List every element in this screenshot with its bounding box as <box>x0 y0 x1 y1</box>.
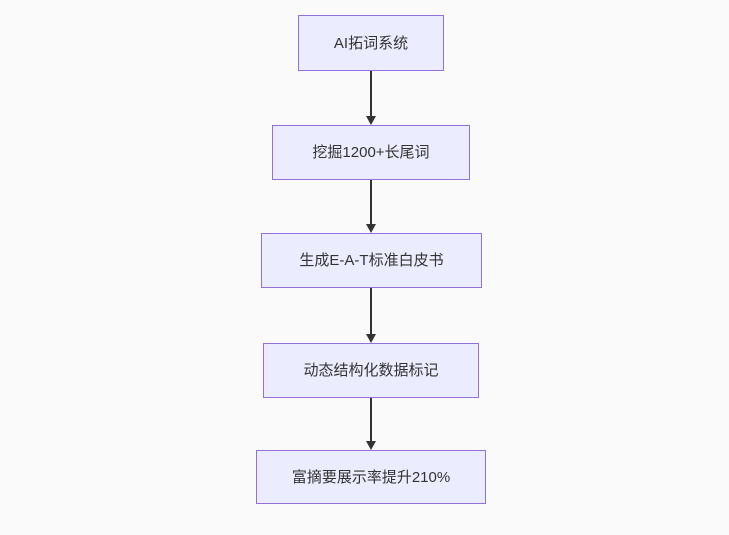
arrow-line <box>370 288 372 335</box>
arrow-head-icon <box>366 116 376 125</box>
flow-node-longtail-mining: 挖掘1200+长尾词 <box>272 125 470 180</box>
arrow-line <box>370 398 372 442</box>
flow-node-label: 富摘要展示率提升210% <box>291 468 451 486</box>
arrow-head-icon <box>366 334 376 343</box>
flow-node-label: 挖掘1200+长尾词 <box>312 144 430 161</box>
arrow-line <box>370 180 372 225</box>
flow-arrow-1 <box>366 71 376 125</box>
arrow-head-icon <box>366 224 376 233</box>
flow-node-eat-whitepaper: 生成E-A-T标准白皮书 <box>261 233 482 288</box>
flow-node-label: AI拓词系统 <box>333 34 409 52</box>
flow-node-ai-keyword-system: AI拓词系统 <box>298 15 444 71</box>
flow-arrow-4 <box>366 398 376 450</box>
arrow-head-icon <box>366 441 376 450</box>
arrow-line <box>370 71 372 117</box>
flow-node-structured-data: 动态结构化数据标记 <box>263 343 479 398</box>
flow-arrow-3 <box>366 288 376 343</box>
flow-arrow-2 <box>366 180 376 233</box>
flow-node-rich-snippet-result: 富摘要展示率提升210% <box>256 450 486 504</box>
flow-node-label: 生成E-A-T标准白皮书 <box>299 252 444 269</box>
flow-node-label: 动态结构化数据标记 <box>303 362 439 379</box>
